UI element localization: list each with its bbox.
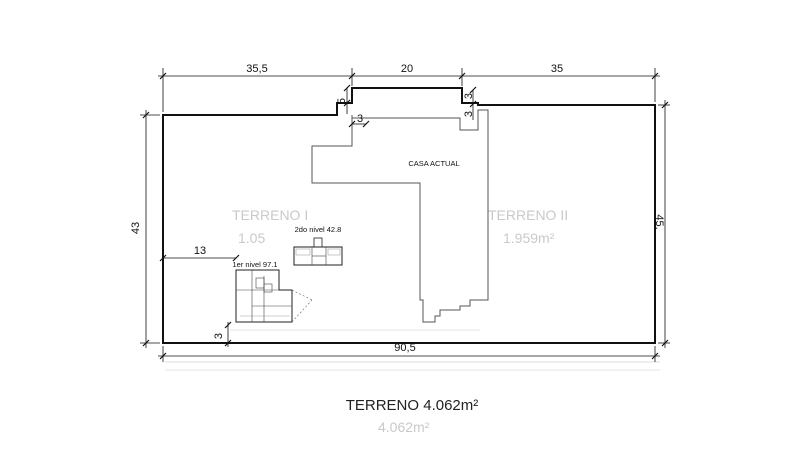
faint-terreno-2-area: 1.959m² xyxy=(503,230,555,246)
dimension-right: 45. xyxy=(653,100,670,348)
dim-bottom-small: 3 xyxy=(213,333,225,339)
lot-outline xyxy=(162,87,656,344)
faint-terreno-2-label: TERRENO II xyxy=(488,207,568,223)
dim-bottom-total: 90,5 xyxy=(394,342,415,354)
faint-background-text: TERRENO I 1.05 TERRENO II 1.959m² 4.062m… xyxy=(165,207,660,435)
dimension-left: 43 xyxy=(130,110,160,348)
dimension-bottom-small: 3 xyxy=(213,321,232,347)
casa-actual-outline xyxy=(311,109,489,323)
primer-nivel-plan: 1er nivel 97.1 xyxy=(232,260,313,323)
faint-terreno-1-area: 1.05 xyxy=(238,230,265,246)
dim-right-side: 45. xyxy=(653,214,665,229)
dimension-bottom: 90,5 xyxy=(158,342,660,362)
terreno-total-caption: TERRENO 4.062m² xyxy=(346,397,479,414)
dim-top-mid: 20 xyxy=(401,63,413,75)
dim-top-right: 35 xyxy=(551,63,563,75)
dim-notch-right-b: 3 xyxy=(463,111,475,117)
segundo-nivel-plan: 2do nivel 42.8 xyxy=(293,225,343,266)
casa-actual-label: CASA ACTUAL xyxy=(408,159,459,168)
faint-terreno-1-label: TERRENO I xyxy=(232,207,308,223)
dimension-notch: 5 3 3 3 xyxy=(336,84,477,128)
primer-nivel-label: 1er nivel 97.1 xyxy=(232,260,277,269)
dim-left-side: 43 xyxy=(130,222,142,234)
segundo-nivel-label: 2do nivel 42.8 xyxy=(295,225,342,234)
dim-notch-right-a: 3 xyxy=(463,93,475,99)
dim-notch-inner: 3 xyxy=(357,113,363,125)
faint-terreno-total-area: 4.062m² xyxy=(378,419,430,435)
dim-notch-left: 5 xyxy=(336,98,348,104)
dim-inner-13: 13 xyxy=(194,245,206,257)
dim-top-left: 35,5 xyxy=(246,63,267,75)
dimension-inner-13: 13 xyxy=(159,245,240,262)
dimension-top: 35,5 20 35 xyxy=(158,63,660,112)
